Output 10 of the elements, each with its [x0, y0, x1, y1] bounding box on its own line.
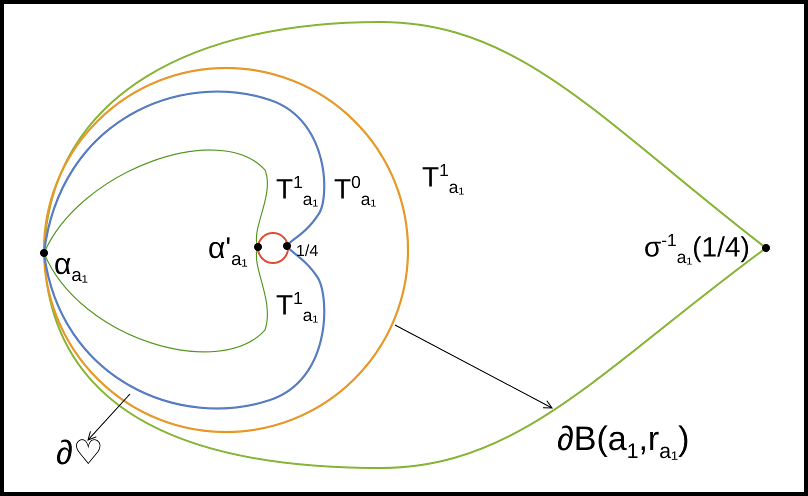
math-label: α'$_{a₁}$: [208, 234, 248, 269]
math-label: α$_{a₁}$: [54, 250, 88, 285]
math-label: σ$^{-1}$$_{a₁}$(1/4): [644, 232, 750, 266]
math-label: 1/4: [296, 244, 318, 260]
boundary-label: ∂♡: [56, 436, 103, 470]
leader-line: [88, 394, 130, 440]
boundary-label: ∂B(a$_{1}$,r$_{a₁}$): [557, 422, 690, 462]
circle-curve-group: [42, 66, 410, 434]
leader-line: [394, 324, 552, 408]
cardioid-curve: [42, 90, 326, 410]
